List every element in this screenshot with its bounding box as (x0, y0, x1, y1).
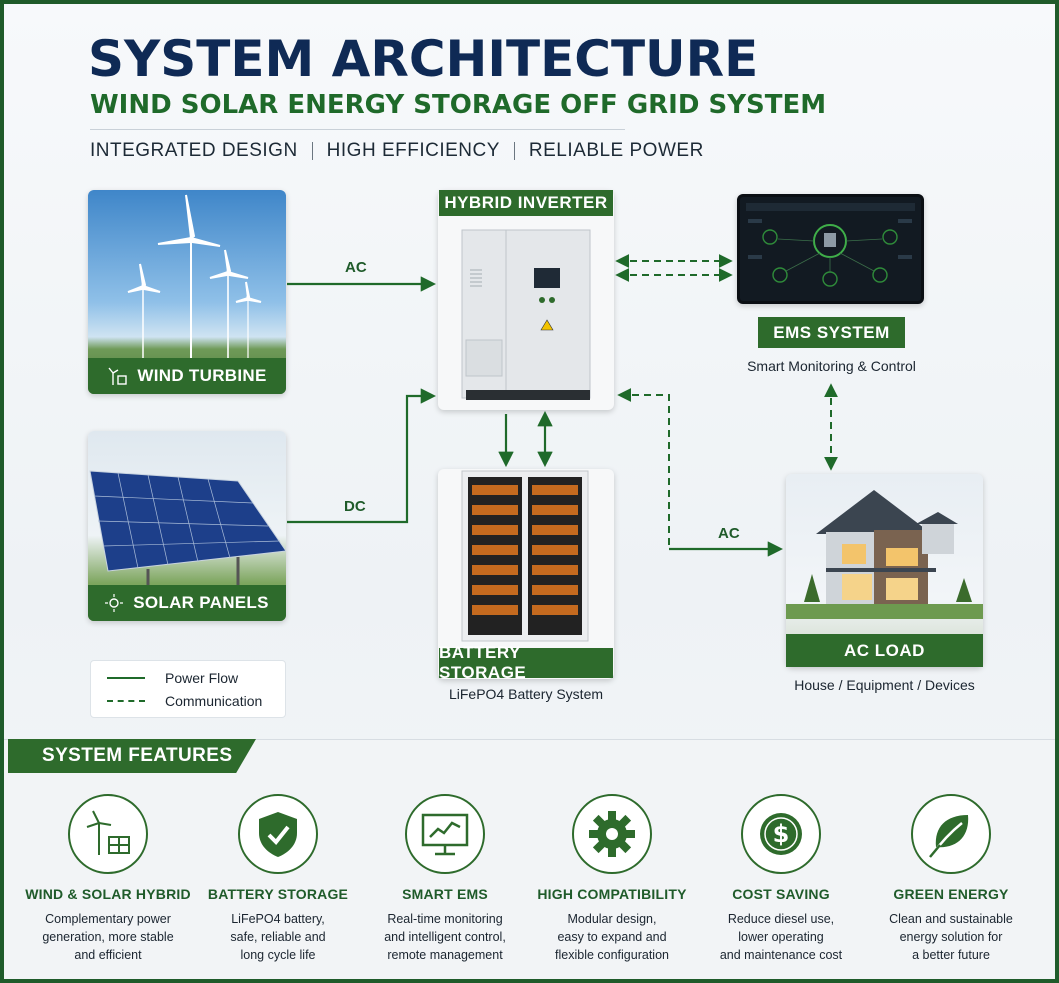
feature-title: HIGH COMPATIBILITY (537, 886, 687, 902)
hybrid-inverter-label: HYBRID INVERTER (439, 190, 613, 216)
wind-turbine-label: WIND TURBINE (88, 358, 286, 394)
ac-load-caption: House / Equipment / Devices (794, 677, 975, 693)
solar-power-line (287, 388, 437, 524)
solar-panels-card: SOLAR PANELS (88, 431, 286, 621)
ems-system-caption: Smart Monitoring & Control (747, 358, 916, 374)
battery-storage-label: BATTERY STORAGE (439, 643, 613, 682)
wind-turbine-illustration (127, 194, 262, 360)
wind-turbine-small-icon (108, 367, 128, 385)
feature-description: Complementary power generation, more sta… (42, 912, 174, 962)
wind-turbine-card: WIND TURBINE (88, 190, 286, 394)
page-title: SYSTEM ARCHITECTURE (88, 30, 759, 88)
feature-wind-solar: WIND & SOLAR HYBRID Complementary power … (23, 794, 193, 964)
feature-title: GREEN ENERGY (893, 886, 1009, 902)
legend: Power Flow Communication (90, 660, 286, 718)
feature-description: Clean and sustainable energy solution fo… (889, 912, 1013, 962)
hybrid-inverter-card (438, 190, 614, 410)
title-divider (90, 129, 625, 130)
taglines: INTEGRATED DESIGN HIGH EFFICIENCY RELIAB… (90, 140, 704, 162)
battery-storage-caption: LiFePO4 Battery System (448, 686, 604, 702)
solar-panels-label: SOLAR PANELS (88, 585, 286, 621)
inverter-load-comm-line (617, 388, 670, 549)
ems-monitor (737, 194, 924, 304)
feature-description: Modular design, easy to expand and flexi… (555, 912, 669, 962)
svg-text:$: $ (773, 820, 790, 848)
legend-communication: Communication (107, 693, 262, 709)
feature-title: WIND & SOLAR HYBRID (25, 886, 191, 902)
solar-panel-illustration (89, 470, 286, 585)
features-title: SYSTEM FEATURES (8, 739, 256, 773)
legend-dashed-line (107, 700, 145, 702)
connection-lines (287, 254, 838, 557)
legend-power-flow: Power Flow (107, 670, 238, 686)
wind-ac-label: AC (345, 259, 367, 276)
shield-check-icon (238, 794, 318, 874)
battery-rack-illustration (461, 470, 589, 642)
load-ac-label: AC (718, 525, 740, 542)
feature-battery-storage: BATTERY STORAGE LiFePO4 battery, safe, r… (193, 794, 363, 964)
feature-title: COST SAVING (732, 886, 830, 902)
ac-load-label: AC LOAD (786, 634, 983, 667)
feature-smart-ems: SMART EMS Real-time monitoring and intel… (360, 794, 530, 964)
house-illustration (786, 490, 983, 619)
ems-dashboard-illustration (746, 203, 915, 287)
solar-dc-label: DC (344, 498, 366, 515)
feature-high-compatibility: HIGH COMPATIBILITY Modular design, easy … (527, 794, 697, 964)
feature-description: Reduce diesel use, lower operating and m… (719, 912, 843, 962)
tagline-efficiency: HIGH EFFICIENCY (326, 140, 500, 161)
dollar-icon: $ (741, 794, 821, 874)
feature-cost-saving: $ COST SAVING Reduce diesel use, lower o… (696, 794, 866, 964)
feature-title: SMART EMS (402, 886, 488, 902)
feature-description: LiFePO4 battery, safe, reliable and long… (230, 912, 326, 962)
tagline-reliable: RELIABLE POWER (528, 140, 704, 161)
tagline-integrated: INTEGRATED DESIGN (90, 140, 298, 161)
gear-icon (572, 794, 652, 874)
inverter-cabinet-illustration (461, 229, 591, 400)
feature-green-energy: GREEN ENERGY Clean and sustainable energ… (866, 794, 1036, 964)
legend-solid-line (107, 677, 145, 679)
feature-description: Real-time monitoring and intelligent con… (384, 912, 506, 962)
features-section (4, 739, 1055, 979)
page-subtitle: WIND SOLAR ENERGY STORAGE OFF GRID SYSTE… (90, 90, 827, 120)
solar-small-icon (105, 594, 124, 612)
battery-storage-card (438, 469, 614, 679)
tagline-separator (513, 142, 515, 160)
ems-system-label: EMS SYSTEM (758, 317, 905, 348)
leaf-icon (911, 794, 991, 874)
monitor-chart-icon (405, 794, 485, 874)
tagline-separator (311, 142, 313, 160)
feature-title: BATTERY STORAGE (207, 886, 349, 902)
wind-solar-icon (68, 794, 148, 874)
